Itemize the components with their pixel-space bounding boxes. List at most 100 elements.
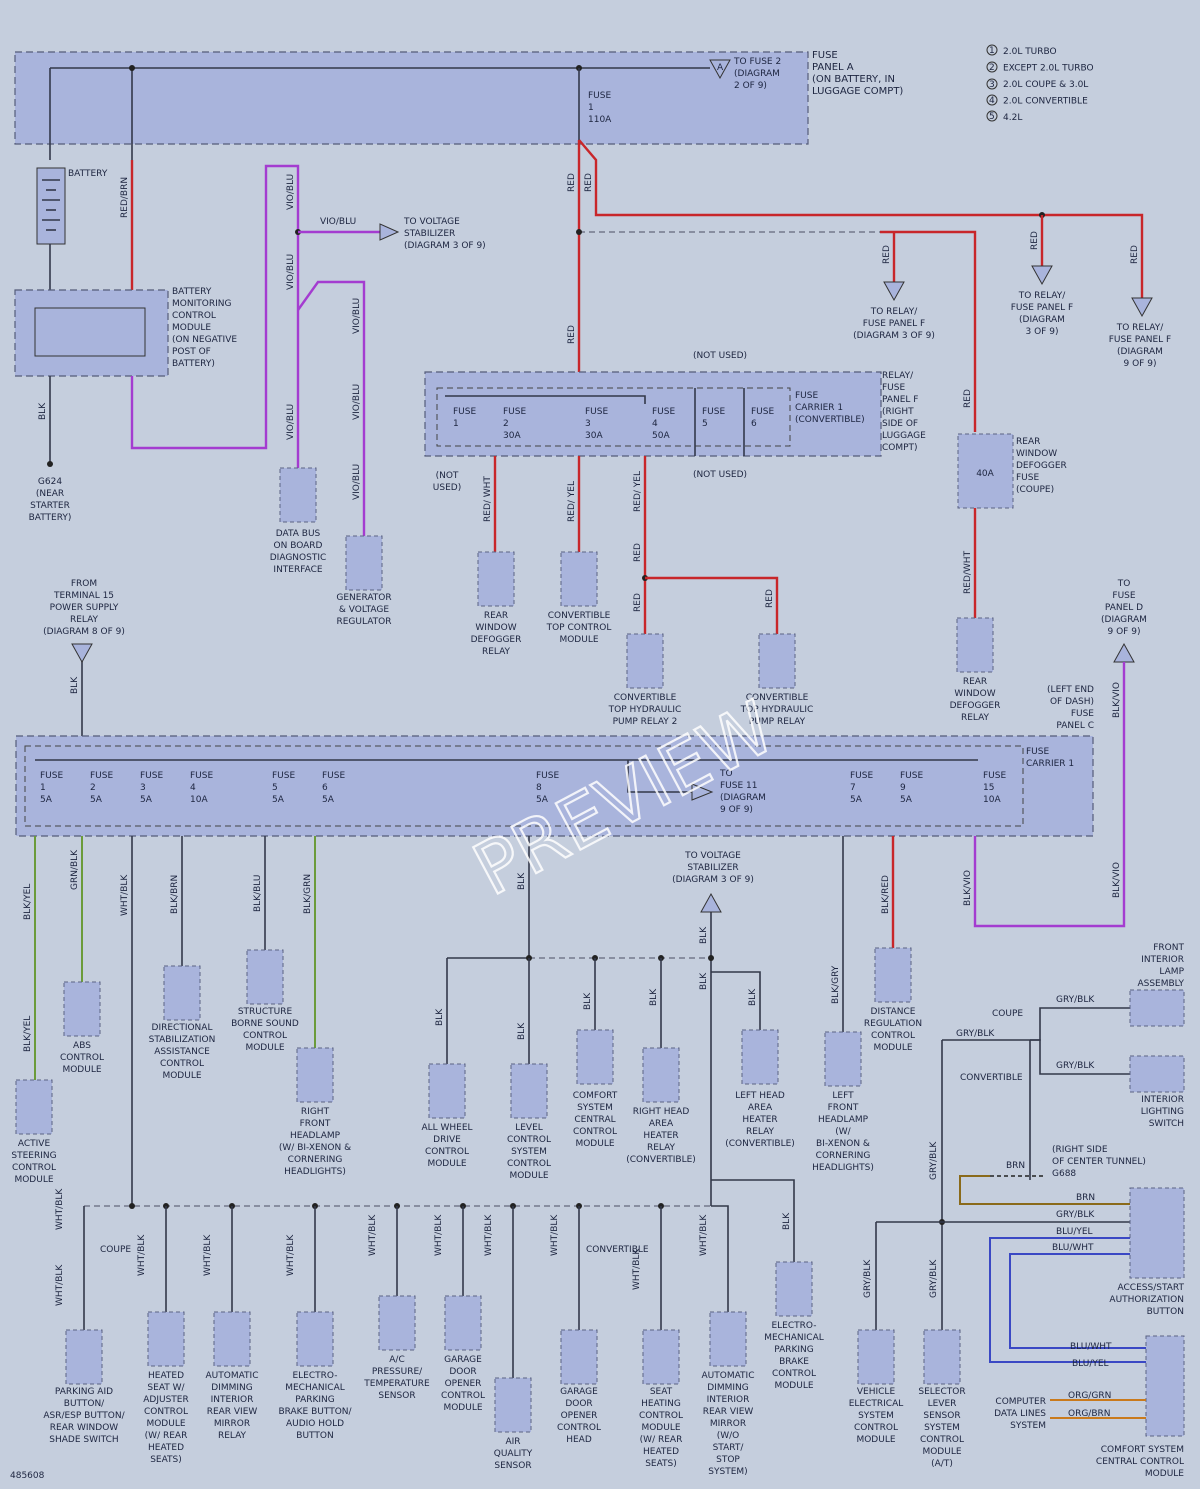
wire-gry-blk-2: GRY/BLK [863, 1259, 873, 1298]
conv-pump-relay-box [758, 633, 796, 689]
wire-red-6: RED [1130, 245, 1140, 264]
wire-gry-blk-1: GRY/BLK [929, 1141, 939, 1180]
coupe-label-bottom: COUPE [100, 1245, 131, 1255]
legend-item-3: 2.0L COUPE & 3.0L [1003, 80, 1088, 90]
battery-label: BATTERY [68, 169, 108, 179]
svg-text:A: A [717, 63, 724, 73]
wire-blk-emp: BLK [782, 1212, 792, 1230]
wire-blk-8a: BLK [517, 872, 527, 890]
wire-wht-blk: WHT/BLK [120, 874, 130, 916]
wire-blu-wht-1: BLU/WHT [1052, 1243, 1094, 1253]
connector-e-icon [1031, 265, 1053, 286]
wire-red-4: RED [882, 245, 892, 264]
wire-blk-comfort: BLK [583, 992, 593, 1010]
fuse-40a-label: 40A [976, 469, 994, 479]
conv-top-box [560, 551, 598, 607]
wire-blk-term15: BLK [70, 676, 80, 694]
directional-box [163, 965, 201, 1021]
convertible-label-top: CONVERTIBLE [960, 1073, 1023, 1083]
interior-switch-box [1129, 1055, 1185, 1093]
wire-vio-blu-2: VIO/BLU [286, 254, 296, 290]
wire-blk-lh: BLK [748, 988, 758, 1006]
left-headlamp-box [824, 1031, 862, 1087]
awd-box [428, 1063, 466, 1119]
wire-wht-blk-b8: WHT/BLK [484, 1214, 494, 1256]
connector-w-icon [691, 783, 714, 801]
wire-blk-awd: BLK [435, 1008, 445, 1026]
wire-red-wht: RED/ WHT [483, 476, 493, 522]
auto-dim-box [213, 1311, 251, 1367]
wire-blk-yel-1: BLK/YEL [23, 884, 33, 920]
wire-blk-x: BLK [699, 926, 709, 944]
wire-blk-vio-3: BLK/VIO [963, 870, 973, 906]
wire-grn-blk: GRN/BLK [70, 849, 80, 890]
wire-red-5: RED [1030, 231, 1040, 250]
legend-item-4: 2.0L CONVERTIBLE [1003, 97, 1088, 107]
relay-d-label: TO RELAY/FUSE PANEL F(DIAGRAM 3 OF 9) [853, 307, 935, 341]
garage-head-box [560, 1329, 598, 1385]
wire-red-8: RED [633, 543, 643, 562]
wire-wht-blk-b5: WHT/BLK [286, 1234, 296, 1276]
wire-red-brn: RED/BRN [120, 177, 130, 218]
left-head-heater-box [741, 1029, 779, 1085]
wire-org-grn: ORG/GRN [1068, 1391, 1111, 1401]
wire-gry-blk-7: GRY/BLK [1056, 1210, 1095, 1220]
wire-red-10: RED [765, 589, 775, 608]
not-used-top: (NOT USED) [693, 351, 747, 361]
connector-t-icon [379, 223, 400, 241]
wire-blk-vio-1: BLK/VIO [1112, 682, 1122, 718]
figure-id: 485608 [10, 1471, 45, 1481]
air-quality-box [494, 1377, 532, 1433]
bmcm-inner [34, 307, 146, 357]
ac-sensor-box [378, 1295, 416, 1351]
wire-red-1: RED [567, 173, 577, 192]
connector-b-icon [71, 643, 93, 664]
svg-text:2: 2 [989, 63, 995, 73]
access-start-box [1129, 1187, 1185, 1279]
right-head-heater-box [642, 1047, 680, 1103]
wire-blk-brn: BLK/BRN [170, 875, 180, 914]
svg-text:5: 5 [989, 112, 995, 122]
wire-blk-x2: BLK [699, 972, 709, 990]
connector-d-icon [883, 281, 905, 302]
wire-vio-blu-6: VIO/BLU [352, 464, 362, 500]
rear-defog-relay-coupe-box [956, 617, 994, 673]
wire-vio-blu: VIO/BLU [320, 217, 356, 227]
wire-red-9: RED [633, 593, 643, 612]
connector-x-icon [700, 892, 722, 913]
wire-wht-blk-b9: WHT/BLK [550, 1214, 560, 1256]
